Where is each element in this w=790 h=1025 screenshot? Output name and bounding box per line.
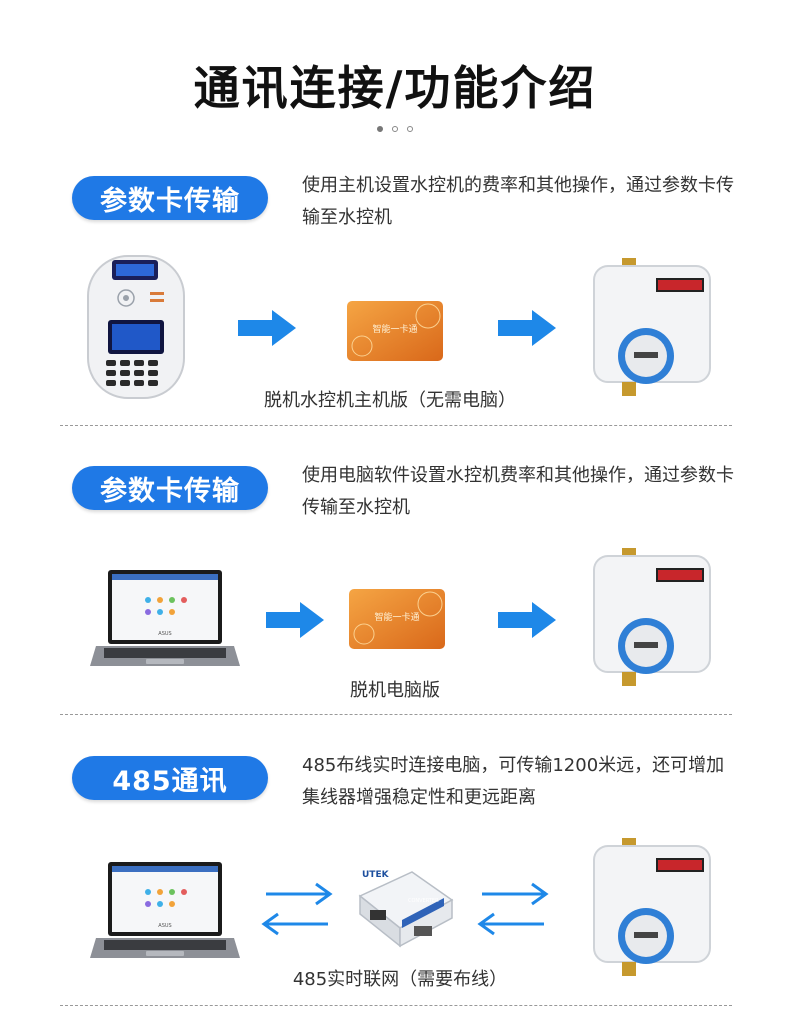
page-title: 通讯连接/功能介绍 bbox=[193, 61, 597, 115]
converter-label: CONVERTER bbox=[408, 898, 439, 904]
arrow-right-icon bbox=[498, 310, 556, 346]
section-badge: 485通讯 bbox=[72, 756, 268, 800]
bidirectional-arrow-icon bbox=[258, 880, 336, 938]
section-badge: 参数卡传输 bbox=[72, 466, 268, 510]
section-badge: 参数卡传输 bbox=[72, 176, 268, 220]
section-description: 485布线实时连接电脑，可传输1200米远，还可增加集线器增强稳定性和更远距离 bbox=[302, 755, 725, 808]
bidirectional-arrow-icon bbox=[474, 880, 552, 938]
rs485-converter-image: UTEK CONVERTER bbox=[356, 866, 456, 952]
laptop-brand: ASUS bbox=[158, 923, 172, 929]
arrow-right-icon bbox=[266, 602, 324, 638]
section-caption: 485实时联网（需要布线） bbox=[292, 969, 508, 990]
water-control-meter-image bbox=[586, 548, 716, 688]
host-terminal-image bbox=[86, 254, 186, 400]
water-control-meter-image bbox=[586, 258, 716, 398]
section-description: 使用主机设置水控机的费率和其他操作，通过参数卡传输至水控机 bbox=[302, 175, 734, 228]
laptop-brand: ASUS bbox=[158, 631, 172, 637]
section-divider bbox=[60, 1005, 732, 1006]
laptop-image: ASUS bbox=[90, 860, 240, 962]
dot bbox=[407, 126, 413, 132]
section-description: 使用电脑软件设置水控机费率和其他操作，通过参数卡传输至水控机 bbox=[302, 465, 734, 518]
dot-active bbox=[377, 126, 383, 132]
dot bbox=[392, 126, 398, 132]
card-text: 智能一卡通 bbox=[372, 325, 418, 335]
ic-card-image: 智能一卡通 bbox=[346, 300, 444, 362]
water-control-meter-image bbox=[586, 838, 716, 978]
arrow-right-icon bbox=[238, 310, 296, 346]
arrow-right-icon bbox=[498, 602, 556, 638]
section-caption: 脱机水控机主机版（无需电脑） bbox=[264, 390, 516, 411]
ic-card-image: 智能一卡通 bbox=[348, 588, 446, 650]
card-text: 智能一卡通 bbox=[374, 613, 420, 623]
pagination-dots bbox=[0, 126, 790, 132]
section-divider bbox=[60, 714, 732, 715]
laptop-image: ASUS bbox=[90, 568, 240, 670]
section-caption: 脱机电脑版 bbox=[350, 680, 440, 701]
section-divider bbox=[60, 425, 732, 426]
converter-brand: UTEK bbox=[362, 870, 389, 880]
